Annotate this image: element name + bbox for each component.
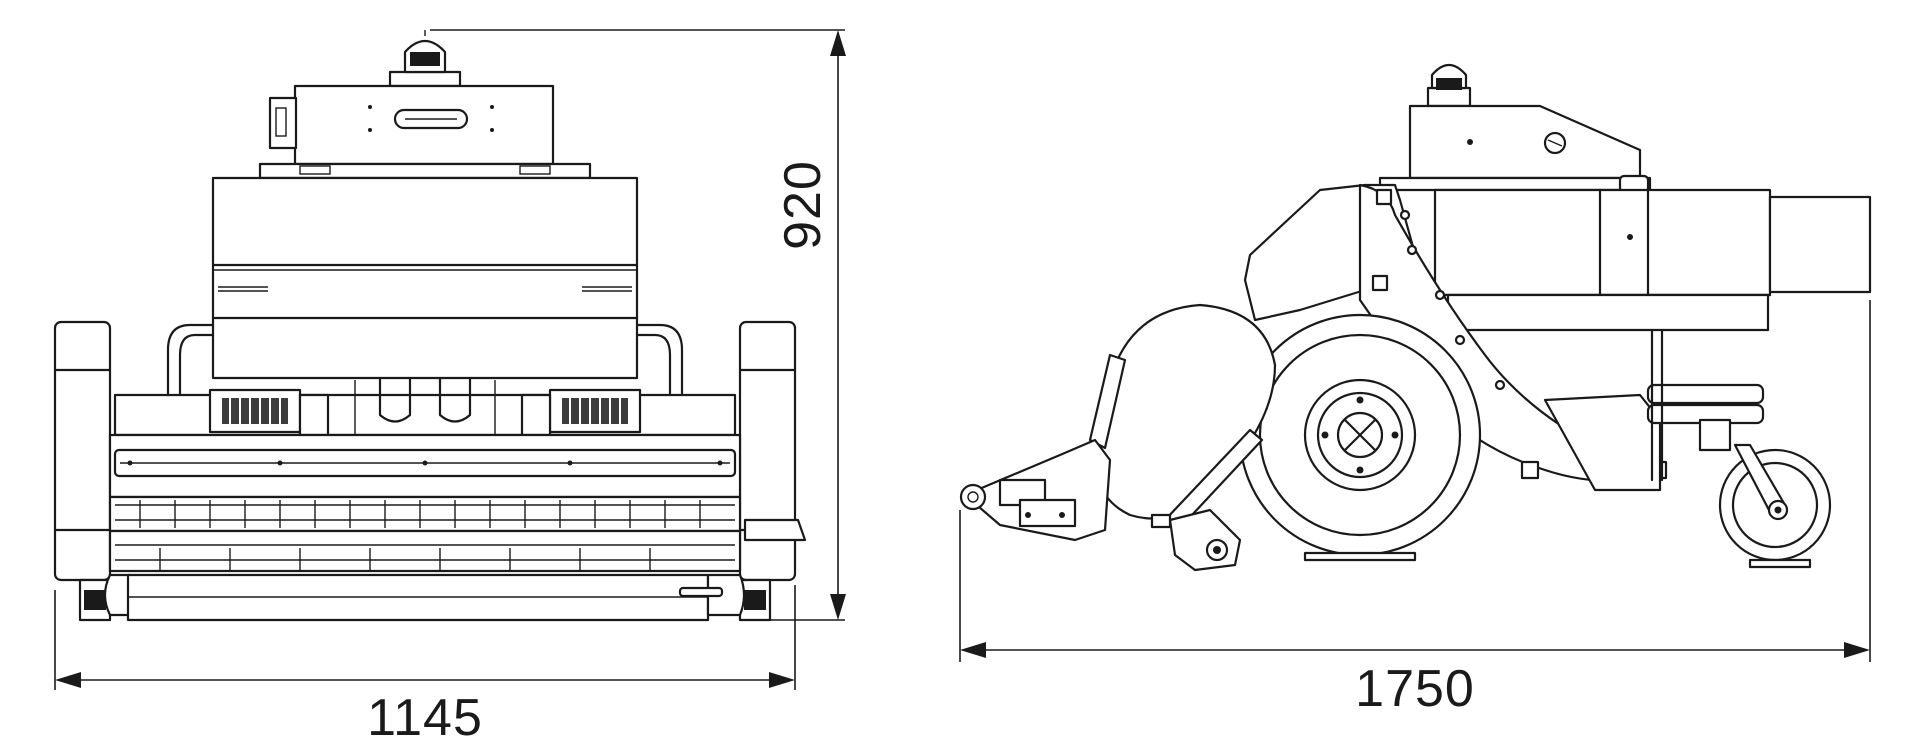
side-rotor-cover — [1088, 303, 1277, 532]
front-width-label: 1145 — [367, 689, 483, 743]
front-right-wheel — [738, 320, 807, 622]
side-main-wheel — [1238, 313, 1482, 562]
front-control-box — [258, 84, 592, 180]
front-main-housing — [166, 176, 684, 397]
dimension-front-width — [54, 585, 796, 690]
front-beacon — [388, 30, 462, 88]
side-caster-wheel — [1646, 328, 1832, 569]
side-view — [959, 63, 1872, 572]
dimension-front-height — [430, 29, 846, 621]
side-length-label: 1750 — [1355, 660, 1475, 718]
front-height-label: 920 — [774, 160, 832, 250]
side-control-box — [1378, 104, 1652, 194]
side-frame-plate — [1358, 183, 1668, 492]
side-hitch — [959, 438, 1242, 572]
front-view — [53, 30, 807, 622]
front-roller — [103, 573, 746, 622]
side-beacon — [1426, 63, 1472, 108]
front-drive-assembly — [113, 376, 737, 437]
front-left-wheel — [53, 320, 112, 622]
front-frame — [108, 433, 742, 573]
side-main-housing — [1433, 188, 1872, 332]
dimension-side-length — [959, 300, 1871, 662]
